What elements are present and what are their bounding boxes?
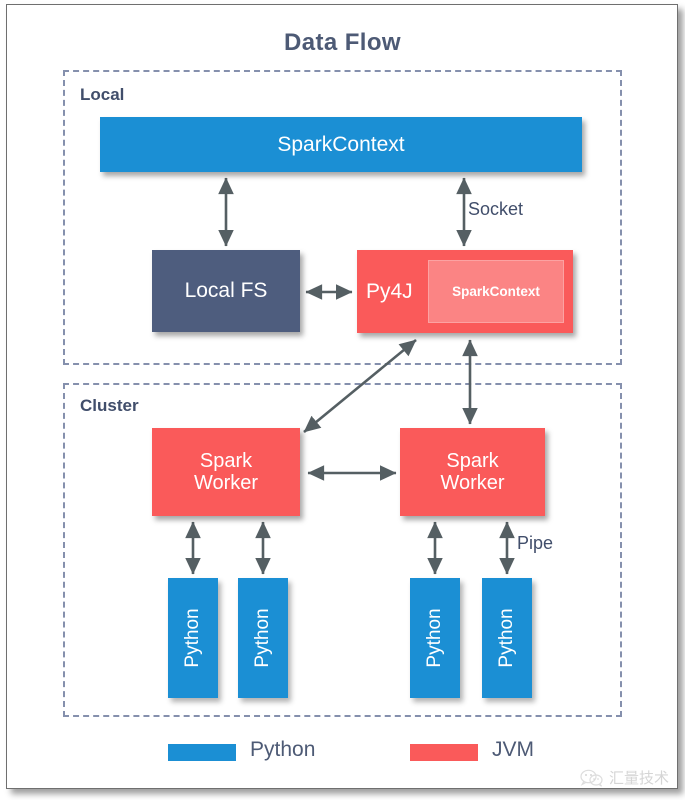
node-local-fs[interactable]: Local FS bbox=[152, 250, 300, 332]
node-python-3-label: Python bbox=[424, 608, 445, 668]
watermark-text: 汇量技术 bbox=[608, 769, 669, 787]
node-spark-worker-right-line2: Worker bbox=[440, 472, 505, 494]
node-python-4[interactable]: Python bbox=[482, 578, 532, 698]
node-python-2[interactable]: Python bbox=[238, 578, 288, 698]
group-local-label: Local bbox=[80, 85, 125, 104]
page-title: Data Flow bbox=[284, 29, 401, 56]
node-spark-worker-left[interactable]: Spark Worker bbox=[152, 428, 300, 516]
node-python-4-label: Python bbox=[496, 608, 517, 668]
wechat-icon bbox=[580, 769, 603, 787]
node-spark-worker-right[interactable]: Spark Worker bbox=[400, 428, 545, 516]
edge-label-socket: Socket bbox=[468, 199, 524, 219]
legend-swatch-python bbox=[168, 744, 236, 761]
node-py4j[interactable]: Py4J SparkContext bbox=[357, 250, 573, 333]
legend-label-python: Python bbox=[250, 738, 316, 761]
group-cluster-label: Cluster bbox=[80, 396, 139, 415]
node-python-1-label: Python bbox=[182, 608, 203, 668]
node-python-2-label: Python bbox=[252, 608, 273, 668]
node-py4j-label: Py4J bbox=[366, 279, 413, 303]
legend-label-jvm: JVM bbox=[492, 738, 534, 761]
legend-swatch-jvm bbox=[410, 744, 478, 761]
node-python-3[interactable]: Python bbox=[410, 578, 460, 698]
node-spark-worker-left-line2: Worker bbox=[193, 472, 259, 494]
node-spark-worker-right-line1: Spark bbox=[446, 449, 499, 472]
edge-label-pipe: Pipe bbox=[517, 533, 554, 553]
node-python-1[interactable]: Python bbox=[168, 578, 218, 698]
legend: Python JVM bbox=[0, 738, 685, 768]
node-spark-worker-left-line1: Spark bbox=[199, 449, 253, 472]
node-sparkcontext-top[interactable]: SparkContext bbox=[100, 117, 582, 172]
watermark: 汇量技术 bbox=[580, 767, 669, 788]
node-py4j-inner-sparkcontext[interactable]: SparkContext bbox=[428, 260, 564, 323]
